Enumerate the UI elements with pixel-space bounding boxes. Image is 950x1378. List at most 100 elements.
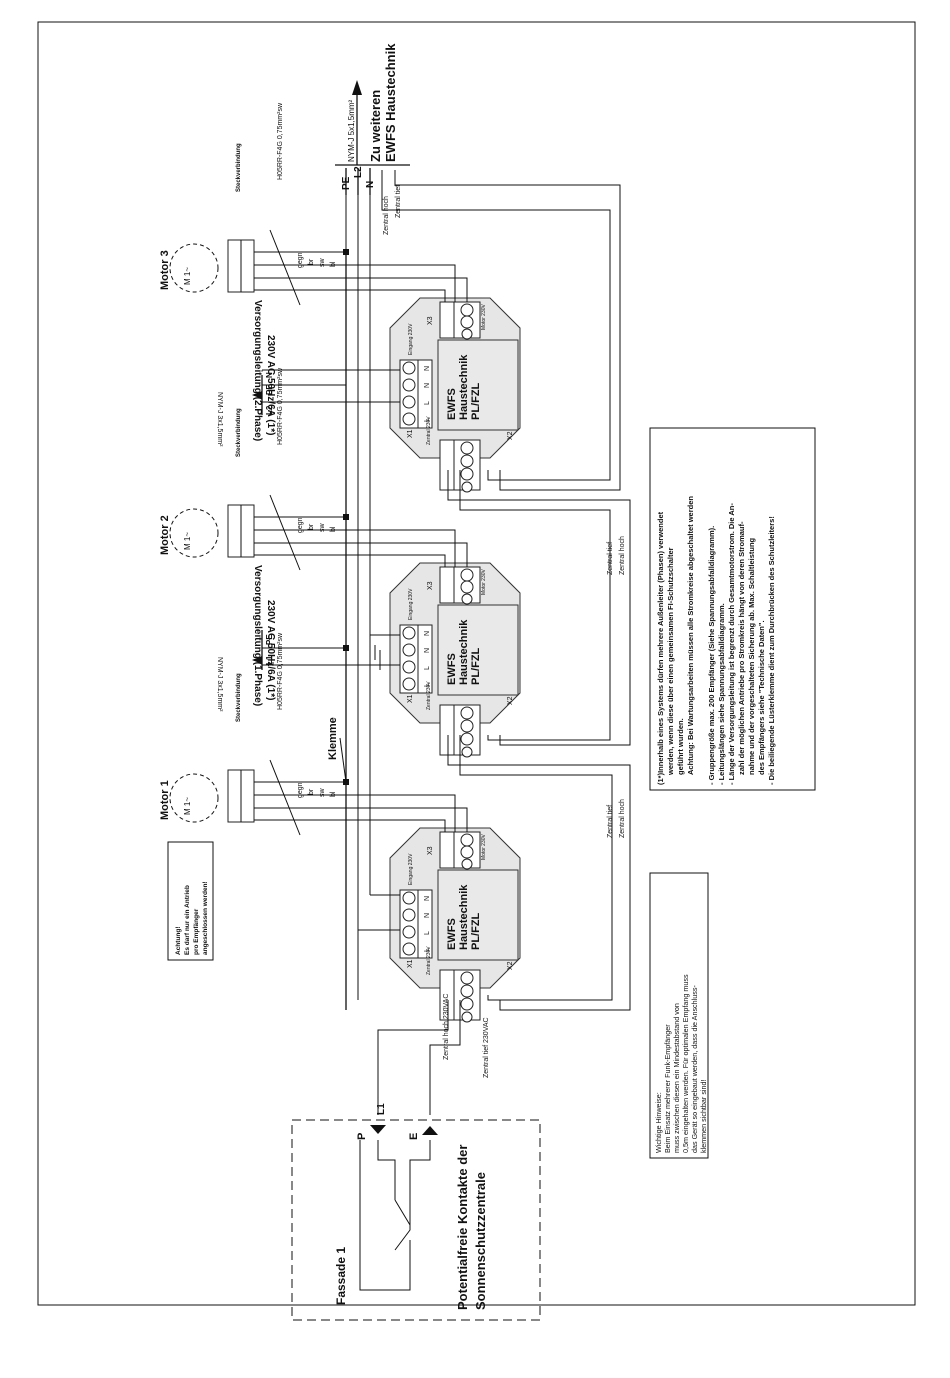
- motor-3-wire-bl: bl: [330, 261, 337, 267]
- receiver-2-name-3: PL/FZL: [470, 647, 482, 685]
- notes-right-2: geführt wurden.: [676, 718, 685, 775]
- notes-right-8: zahl der möglichen Antriebe pro Stromkre…: [737, 521, 746, 775]
- top-bus-pe: PE: [341, 176, 352, 190]
- motor-1-wire-bl: bl: [330, 791, 337, 797]
- receiver-3-name-1: EWFS: [446, 388, 458, 420]
- receiver-1-name-2: Haustechnik: [458, 884, 470, 950]
- x1-label: X1: [407, 959, 414, 968]
- motor-3-wire-sw: sw: [319, 258, 326, 268]
- facade-title: Fassade 1: [334, 1247, 348, 1305]
- notes-left-box: Wichtige Hinweise: Beim Einsatz mehrerer…: [649, 872, 709, 1159]
- receiver-1: EWFS Haustechnik PL/FZL N N L L X1 Einga…: [389, 827, 521, 1023]
- motor-3-title: Motor 3: [159, 250, 171, 290]
- facade-box: Fassade 1 P E Potentialfreie Kontakte de…: [291, 1119, 541, 1321]
- receiver-2: EWFS Haustechnik PL/FZL N N L L X1 Einga…: [389, 562, 521, 758]
- motor-2-symbol: M 1~: [183, 532, 192, 550]
- supply-2-l2: L2: [265, 405, 274, 415]
- motor-1-symbol: M 1~: [183, 797, 192, 815]
- notes-right-5: - Gruppengröße max. 200 Empfänger (Siehe…: [707, 526, 716, 785]
- motor-2-plug-label: Steckverbindung: [236, 408, 242, 457]
- motor-3-wire-gegn: gegn: [297, 252, 304, 268]
- bottom-tief: Zentral tief 230VAC: [483, 1017, 490, 1078]
- supply-1: Versorgungsleitung (1.Phase) 230V AC 50H…: [216, 565, 400, 712]
- warning-2: Es darf nur ein Antrieb: [184, 885, 191, 955]
- receiver-2-name-1: EWFS: [446, 653, 458, 685]
- klemme-label: Klemme: [327, 717, 339, 760]
- zentral-tief-1: Zentral tief: [607, 542, 614, 575]
- notes-left-2: muss zwischen diesen ein Mindestabstand …: [672, 1003, 681, 1153]
- notes-left-5: klemmen sichtbar sind!: [699, 1079, 708, 1153]
- supply-2: Versorgungsleitung (2.Phase) 230V AC 50H…: [216, 300, 400, 447]
- zentral-hoch-2: Zentral hoch: [619, 799, 626, 838]
- receiver-3: EWFS Haustechnik PL/FZL N N L L X1 Einga…: [389, 297, 521, 493]
- top-bus-l2: L2: [353, 166, 364, 178]
- bottom-l1: L1: [376, 1103, 387, 1115]
- zentral-label: Zentral 230V: [426, 681, 432, 710]
- x1-term-l: L: [424, 931, 431, 935]
- zentral-label: Zentral 230V: [426, 946, 432, 975]
- x1-term-n2: N: [424, 648, 431, 653]
- x1-term-l2: L: [424, 418, 431, 422]
- receiver-2-name-2: Haustechnik: [458, 619, 470, 685]
- facade-contacts-2: Sonnenschutzzentrale: [473, 1172, 488, 1310]
- motor-2-wire-br: br: [308, 523, 315, 530]
- notes-right-10: des Empfängers siehe "Technische Daten".: [757, 620, 766, 775]
- eingang-label: Eingang 230V: [408, 588, 414, 620]
- motor-1-wire-gegn: gegn: [297, 782, 304, 798]
- motor-2-title: Motor 2: [159, 515, 171, 555]
- motor-3-icon: [169, 243, 219, 293]
- motor-1-title: Motor 1: [159, 780, 171, 820]
- x3-label: X3: [427, 316, 434, 325]
- notes-right-7: - Länge der Versorgungsleitung ist begre…: [727, 503, 736, 785]
- notes-left-1: Beim Einsatz mehrerer Funk-Empfänger: [663, 1024, 672, 1153]
- x1-term-l2: L: [424, 683, 431, 687]
- motor-2-wire-gegn: gegn: [297, 517, 304, 533]
- warning-1: Achtung!: [175, 926, 182, 955]
- warning-3: pro Empfänger: [193, 908, 200, 955]
- x1-term-n: N: [424, 896, 431, 901]
- x2-label: X2: [507, 961, 514, 970]
- x2-label: X2: [507, 696, 514, 705]
- x1-term-n2: N: [424, 913, 431, 918]
- notes-right-6: - Leitungslängen siehe Spannungsabfalldi…: [717, 603, 726, 785]
- top-bus: PE L2 N NYM-J 5x1,5mm² Zu weiteren EWFS …: [335, 43, 410, 235]
- notes-right-box: (1*)Innerhalb eines Systems dürfen mehre…: [649, 427, 816, 791]
- facade-e: E: [408, 1133, 420, 1140]
- eingang-label: Eingang 230V: [408, 853, 414, 885]
- supply-1-line2: 230V AC 50Hz/6A (1*): [265, 600, 276, 700]
- notes-right-9: nahme und der vorgeschalteten Sicherung …: [747, 537, 756, 775]
- motor-3-wire-br: br: [308, 258, 315, 265]
- warning-box: Achtung! Es darf nur ein Antrieb pro Emp…: [167, 841, 214, 961]
- motor-3: M 1~ Motor 3 Steckverbindung H05RR-F4G 0…: [159, 102, 340, 306]
- supply-1-cable: NYM-J 3x1,5mm²: [216, 657, 223, 712]
- bottom-hoch: Zentral hoch 230VAC: [443, 994, 450, 1060]
- zentral-tief-2: Zentral tief: [607, 805, 614, 838]
- x3-label: X3: [427, 846, 434, 855]
- receiver-3-name-2: Haustechnik: [458, 354, 470, 420]
- warning-4: angeschlossen werden!: [202, 881, 209, 955]
- x1-label: X1: [407, 694, 414, 703]
- top-bus-zentral-hoch: Zentral hoch: [383, 196, 390, 235]
- motor-3-symbol: M 1~: [183, 267, 192, 285]
- zentral-hoch-1: Zentral hoch: [619, 536, 626, 575]
- motor-label: Motor 230V: [481, 833, 487, 860]
- top-bus-title1: Zu weiteren: [368, 90, 383, 162]
- notes-left-0: Wichtige Hinweise:: [654, 1092, 663, 1153]
- x1-label: X1: [407, 429, 414, 438]
- notes-left-4: das Gerät so eingebaut werden, dass die …: [690, 985, 699, 1153]
- supply-1-line1: Versorgungsleitung (1.Phase): [252, 565, 263, 706]
- facade-contacts-1: Potentialfreie Kontakte der: [455, 1145, 470, 1310]
- supply-2-line1: Versorgungsleitung (2.Phase): [252, 300, 263, 441]
- supply-1-l1: L1: [265, 655, 274, 665]
- supply-1-pe: PE: [265, 634, 274, 645]
- motor-1-cable: H05RR-F4G 0,75mm²sw: [277, 632, 284, 710]
- motor-3-plug-label: Steckverbindung: [236, 143, 242, 192]
- facade-p: P: [356, 1133, 368, 1140]
- motor-2-wire-sw: sw: [319, 523, 326, 533]
- x1-term-l: L: [424, 401, 431, 405]
- notes-right-11: - Die beiliegende Lüsterklemme dient zum…: [767, 516, 776, 785]
- motor-1: M 1~ Motor 1 Steckverbindung H05RR-F4G 0…: [159, 632, 340, 836]
- motor-1-icon: [169, 773, 219, 823]
- motor-2: M 1~ Motor 2 Steckverbindung H05RR-F4G 0…: [159, 367, 340, 571]
